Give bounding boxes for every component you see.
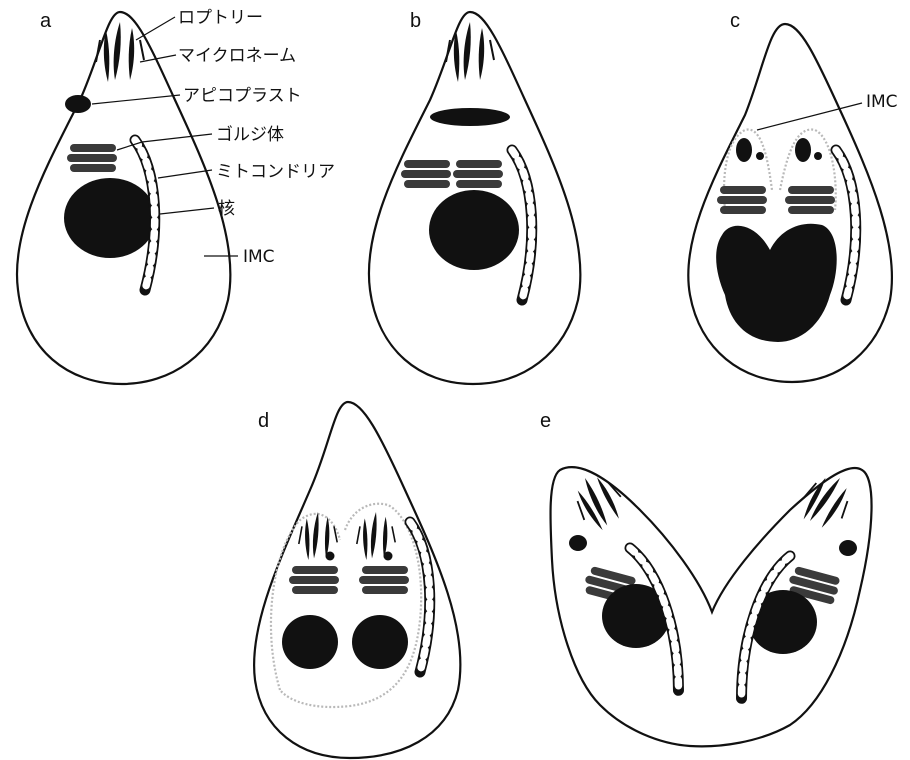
label-nucleus: 核 <box>218 199 235 219</box>
apicoplast-d-left <box>326 552 335 561</box>
nucleus-a <box>64 178 156 258</box>
panel-d: d <box>254 402 460 758</box>
label-imc-c: IMC <box>866 92 898 112</box>
panel-c: c IMC <box>688 10 897 382</box>
golgi-b-right <box>453 160 503 188</box>
nucleus-d-right <box>352 615 408 669</box>
apicoplast-e-right <box>839 540 857 556</box>
label-apicoplast: アピコプラスト <box>183 86 302 106</box>
panel-a: a ロプトリー マイクロネーム アピコプラスト ゴルジ体 ミトコンドリア 核 I… <box>17 8 335 384</box>
rhoptry-c-left <box>736 138 752 162</box>
apicoplast-b <box>430 108 510 126</box>
golgi-d-right <box>359 566 409 594</box>
apicoplast-c-right <box>814 152 822 160</box>
panel-label-a: a <box>40 10 52 32</box>
label-golgi: ゴルジ体 <box>216 124 284 145</box>
panel-label-d: d <box>258 410 269 432</box>
nucleus-b <box>429 190 519 270</box>
apicoplast-e-left <box>569 535 587 551</box>
label-microneme: マイクロネーム <box>178 46 296 66</box>
apicoplast-a <box>65 95 91 113</box>
panel-label-e: e <box>540 410 551 432</box>
panel-e: e <box>540 410 872 746</box>
label-mitochondria: ミトコンドリア <box>216 162 335 182</box>
golgi-a <box>67 144 117 172</box>
golgi-c-left <box>717 186 767 214</box>
label-imc-a: IMC <box>243 247 275 267</box>
panel-label-c: c <box>730 10 740 32</box>
nucleus-d-left <box>282 615 338 669</box>
rhoptry-c-right <box>795 138 811 162</box>
panel-label-b: b <box>410 10 421 32</box>
apicoplast-d-right <box>384 552 393 561</box>
panel-b: b <box>369 10 581 384</box>
golgi-d-left <box>289 566 339 594</box>
label-rhoptry: ロプトリー <box>178 8 263 28</box>
golgi-c-right <box>785 186 835 214</box>
golgi-b-left <box>401 160 451 188</box>
apicoplast-c-left <box>756 152 764 160</box>
